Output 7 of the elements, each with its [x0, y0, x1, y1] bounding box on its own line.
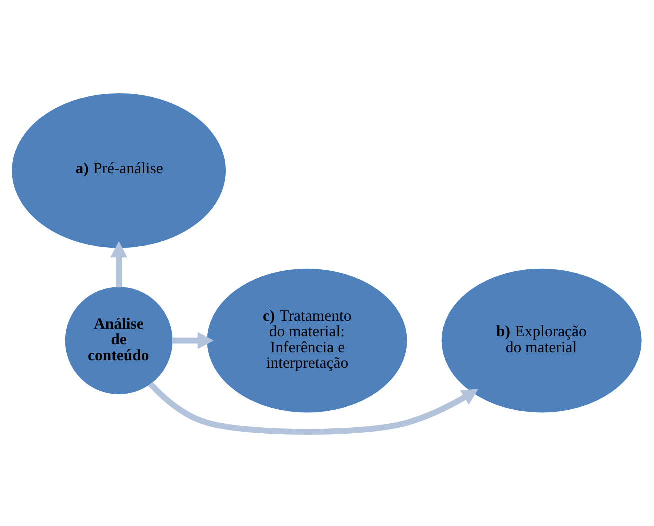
arrow — [110, 241, 128, 288]
node-ellipse: c) Tratamento do material: Inferência e interpretação — [207, 268, 408, 413]
node-circle: Análise de conteúdo — [65, 287, 173, 394]
arrow — [172, 332, 214, 350]
arrow — [148, 382, 479, 435]
node-ellipse: b) Exploração do material — [442, 268, 642, 413]
node-ellipse: a) Pré-análise — [12, 93, 226, 248]
